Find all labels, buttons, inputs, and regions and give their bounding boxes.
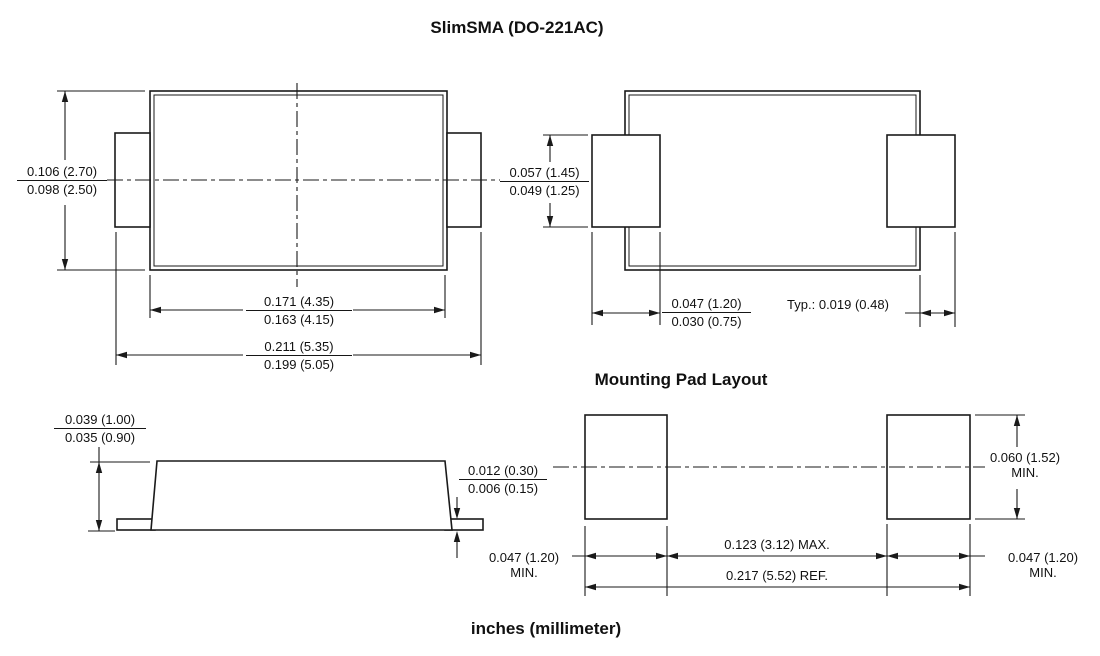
bottom-view-body — [591, 90, 956, 271]
dim-top-height-max: 0.106 (2.70) — [17, 164, 107, 181]
dim-pad-height-value: 0.060 (1.52) — [989, 450, 1061, 465]
dim-lead-thickness-label: 0.012 (0.30) 0.006 (0.15) — [459, 463, 547, 496]
side-view-dimensions — [88, 447, 461, 558]
dim-lead-thickness-max: 0.012 (0.30) — [459, 463, 547, 480]
dim-top-body-width-min: 0.163 (4.15) — [263, 312, 335, 327]
pad-layout-dimensions — [572, 414, 1025, 596]
dim-top-overall-width-max: 0.211 (5.35) — [246, 339, 352, 356]
dim-pad-width-left-label: 0.047 (1.20) MIN. — [478, 550, 570, 580]
dim-pad-height-qualifier: MIN. — [1011, 465, 1039, 480]
dim-top-overall-width-min: 0.199 (5.05) — [263, 357, 335, 372]
bottom-view-dimensions — [543, 134, 956, 327]
pad-left — [584, 414, 668, 520]
dim-top-body-width-max: 0.171 (4.35) — [246, 294, 352, 311]
dim-bottom-tab-height-min: 0.049 (1.25) — [509, 183, 580, 198]
side-view-left-lead — [116, 518, 156, 531]
dim-bottom-tab-width-label: 0.047 (1.20) 0.030 (0.75) — [662, 296, 751, 329]
dim-pad-width-left-value: 0.047 (1.20) — [488, 550, 560, 565]
dim-top-overall-width-label: 0.211 (5.35) 0.199 (5.05) — [246, 339, 352, 372]
dim-pad-width-left-qualifier: MIN. — [510, 565, 538, 580]
top-view-body — [107, 83, 500, 287]
dim-side-body-height-label: 0.039 (1.00) 0.035 (0.90) — [54, 412, 146, 445]
dim-pad-width-right-label: 0.047 (1.20) MIN. — [997, 550, 1089, 580]
pad-layout-heading: Mounting Pad Layout — [594, 370, 768, 389]
dim-bottom-tab-width-max: 0.047 (1.20) — [662, 296, 751, 313]
dim-bottom-tab-height-label: 0.057 (1.45) 0.049 (1.25) — [500, 165, 589, 198]
side-view-body — [116, 460, 484, 531]
dim-lead-protrusion-label: Typ.: 0.019 (0.48) — [787, 297, 889, 312]
dim-pad-width-right-qualifier: MIN. — [1029, 565, 1057, 580]
dim-side-body-height-min: 0.035 (0.90) — [64, 430, 136, 445]
top-view-dimensions — [57, 90, 482, 365]
units-note: inches (millimeter) — [470, 619, 622, 638]
dim-overall-span-label: 0.217 (5.52) REF. — [726, 568, 828, 583]
bottom-view-right-lead — [886, 134, 956, 228]
dim-lead-thickness-min: 0.006 (0.15) — [467, 481, 539, 496]
dim-pads-gap-label: 0.123 (3.12) MAX. — [724, 537, 830, 552]
dim-pad-height-label: 0.060 (1.52) MIN. — [977, 450, 1073, 480]
dim-bottom-tab-height-max: 0.057 (1.45) — [500, 165, 589, 182]
dim-top-height-label: 0.106 (2.70) 0.098 (2.50) — [17, 164, 107, 197]
dim-top-body-width-label: 0.171 (4.35) 0.163 (4.15) — [246, 294, 352, 327]
dim-pad-width-right-value: 0.047 (1.20) — [1007, 550, 1079, 565]
bottom-view-left-lead — [591, 134, 661, 228]
dim-side-body-height-max: 0.039 (1.00) — [54, 412, 146, 429]
dim-bottom-tab-width-min: 0.030 (0.75) — [671, 314, 742, 329]
dim-top-height-min: 0.098 (2.50) — [26, 182, 98, 197]
drawing-title: SlimSMA (DO-221AC) — [430, 18, 604, 37]
pad-layout-body — [553, 414, 985, 520]
